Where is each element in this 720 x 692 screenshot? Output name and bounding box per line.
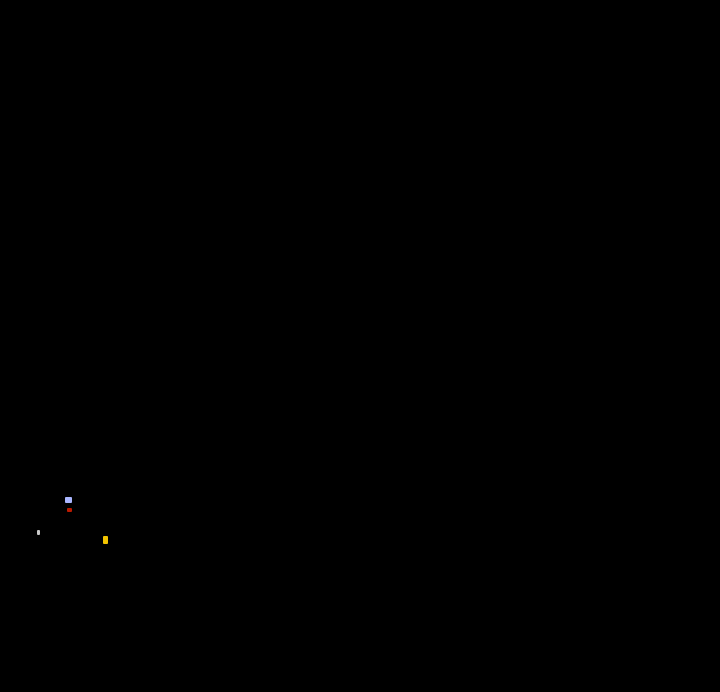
yellow-light-speck xyxy=(103,536,108,544)
blue-white-light-speck xyxy=(65,497,72,503)
red-light-speck xyxy=(67,508,72,512)
white-light-speck xyxy=(37,530,40,535)
